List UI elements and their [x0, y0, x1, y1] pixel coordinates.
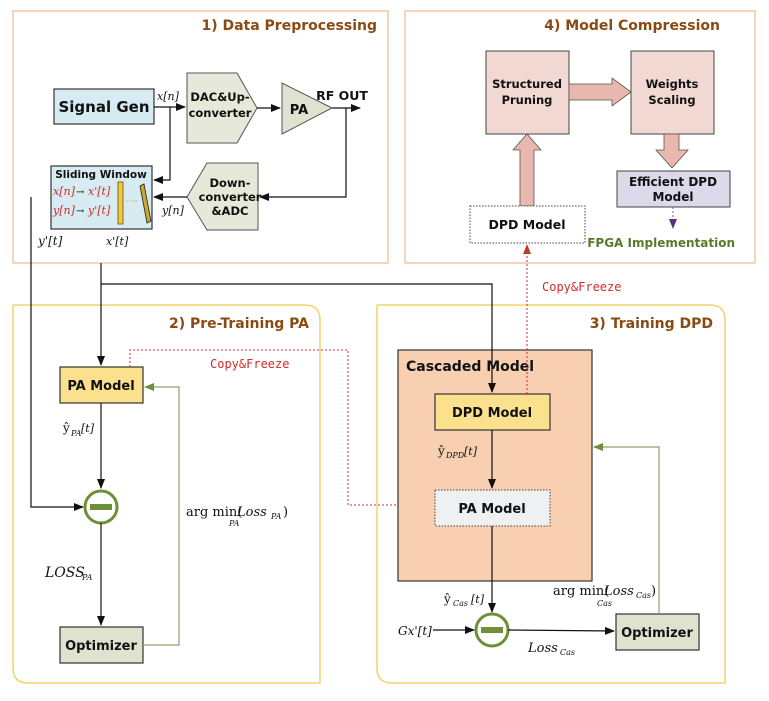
subtract-to-optimizer-wire — [507, 626, 615, 635]
y-prime-label: y'[t] — [37, 234, 63, 248]
xn-to-window-wire — [153, 107, 171, 184]
frozen-pa-model-block — [434, 489, 551, 527]
dpd-model-block — [434, 393, 551, 431]
y-pa-t: [t] — [81, 422, 95, 435]
cascaded-model-container — [397, 349, 593, 582]
pa-feedback-wire — [143, 383, 180, 646]
signal-gen-label: Signal Gen — [58, 98, 149, 116]
section-data-preprocessing: 1) Data Preprocessing Signal Gen DAC&Up-… — [12, 10, 389, 264]
y-dpd-t: [t] — [464, 445, 478, 458]
section-model-compression: 4) Model Compression Structured Pruning … — [404, 10, 756, 264]
pa-optimizer-block — [59, 626, 144, 664]
frozen-dpd-model-block — [469, 205, 586, 244]
down-label-3: &ADC — [212, 204, 249, 218]
loss-pa-label: LOSS — [44, 565, 85, 581]
weights-scaling-label-1: Weights — [646, 77, 699, 91]
section2-title: 2) Pre-Training PA — [169, 316, 309, 332]
section4-title: 4) Model Compression — [544, 18, 720, 34]
argmin-pa-loss-sub: PA — [270, 512, 282, 521]
section2-frame — [12, 304, 321, 684]
minus-icon — [481, 627, 503, 633]
weights-scaling-label-2: Scaling — [648, 93, 695, 107]
y-cas-hat-label: ŷ — [443, 592, 451, 606]
xn-label: x[n] — [157, 90, 180, 103]
window-bar-icon — [117, 181, 124, 225]
fpga-label: FPGA Implementation — [587, 236, 735, 250]
efficient-dpd-block — [616, 170, 731, 208]
pa-label: PA — [290, 103, 308, 118]
dpd-feedback-wire — [593, 443, 660, 614]
argmin-cas-loss-sub: Cas — [636, 591, 651, 600]
sliding-window-block — [50, 165, 153, 230]
gx-label: Gx'[t] — [398, 624, 432, 638]
pa-model-block — [59, 366, 144, 404]
loss-pa-sub: PA — [81, 573, 93, 582]
x-prime-to-dpd-wire — [101, 283, 496, 393]
y-dpd-sub: DPD — [445, 451, 465, 460]
argmin-pa-under: PA — [228, 519, 240, 528]
sw-row1-in: x[n] — [53, 185, 76, 198]
sw-row1-arrow: → — [76, 187, 85, 198]
y-cas-sub: Cas — [453, 599, 468, 608]
dpd-copy-freeze-label: Copy&Freeze — [542, 280, 621, 294]
cascaded-model-title: Cascaded Model — [406, 359, 534, 375]
pa-copy-freeze-label: Copy&Freeze — [210, 357, 289, 371]
sw-row1-out: x'[t] — [88, 185, 111, 198]
y-pa-sub: PA — [70, 429, 82, 438]
dac-label-1: DAC&Up- — [190, 90, 249, 104]
pa-optimizer-label: Optimizer — [65, 639, 137, 654]
loss-cas-sub: Cas — [560, 648, 575, 657]
argmin-pa-close: ) — [283, 505, 288, 520]
down-label-1: Down- — [209, 176, 250, 190]
argmin-cas-text: arg min( — [553, 584, 609, 599]
argmin-cas-close: ) — [651, 584, 656, 599]
window-stack-icon — [139, 183, 152, 224]
sw-row2-out: y'[t] — [87, 204, 111, 217]
frozen-pa-model-label: PA Model — [458, 502, 525, 517]
weights-scaling-block — [630, 50, 715, 135]
minus-icon — [90, 504, 112, 510]
yn-label: y[n] — [161, 204, 185, 217]
structured-pruning-label-2: Pruning — [502, 93, 553, 107]
down-label-2: converter — [199, 190, 262, 204]
dac-label-2: converter — [189, 106, 252, 120]
section-pre-training-pa: 2) Pre-Training PA PA Model ŷ PA [t] LOS… — [12, 197, 434, 684]
argmin-pa-text: arg min( — [186, 505, 242, 520]
pa-model-label: PA Model — [67, 379, 134, 394]
dac-upconverter-block — [186, 72, 258, 144]
x-prime-label: x'[t] — [106, 235, 129, 248]
y-cas-t: [t] — [471, 593, 485, 606]
rf-out-label: RF OUT — [316, 88, 368, 103]
y-prime-to-subtract-wire — [30, 197, 84, 511]
signal-gen-block — [53, 88, 155, 125]
y-pa-hat-label: ŷ — [62, 421, 70, 435]
pa-amplifier-block — [281, 82, 334, 135]
section3-frame — [376, 304, 726, 684]
argmin-cas-loss: Loss — [603, 584, 634, 599]
section3-title: 3) Training DPD — [590, 316, 713, 332]
efficient-label-1: Efficient DPD — [629, 175, 717, 189]
dpd-to-pruning-arrow — [512, 133, 542, 207]
section-training-dpd: 3) Training DPD Cascaded Model DPD Model… — [101, 244, 726, 684]
pruning-to-scaling-arrow — [568, 77, 632, 107]
section1-title: 1) Data Preprocessing — [201, 18, 377, 34]
frozen-dpd-model-label: DPD Model — [488, 217, 565, 232]
structured-pruning-label-1: Structured — [492, 77, 562, 91]
feedback-to-downconverter-wire — [259, 108, 347, 201]
scaling-to-efficient-arrow — [655, 133, 689, 169]
argmin-pa-loss: Loss — [236, 505, 267, 520]
efficient-label-2: Model — [652, 190, 693, 204]
sw-row2-arrow: → — [76, 206, 85, 217]
cas-optimizer-block — [615, 613, 700, 651]
cas-optimizer-label: Optimizer — [621, 626, 693, 641]
sw-row2-in: y[n] — [52, 204, 76, 217]
y-dpd-hat-label: ŷ — [437, 444, 445, 458]
loss-cas-label: Loss — [527, 641, 558, 656]
dpd-model-label: DPD Model — [452, 406, 532, 421]
argmin-cas-under: Cas — [597, 599, 612, 608]
sliding-window-title: Sliding Window — [55, 169, 147, 181]
downconverter-adc-block — [186, 162, 259, 231]
pa-copy-freeze-path — [129, 349, 434, 509]
